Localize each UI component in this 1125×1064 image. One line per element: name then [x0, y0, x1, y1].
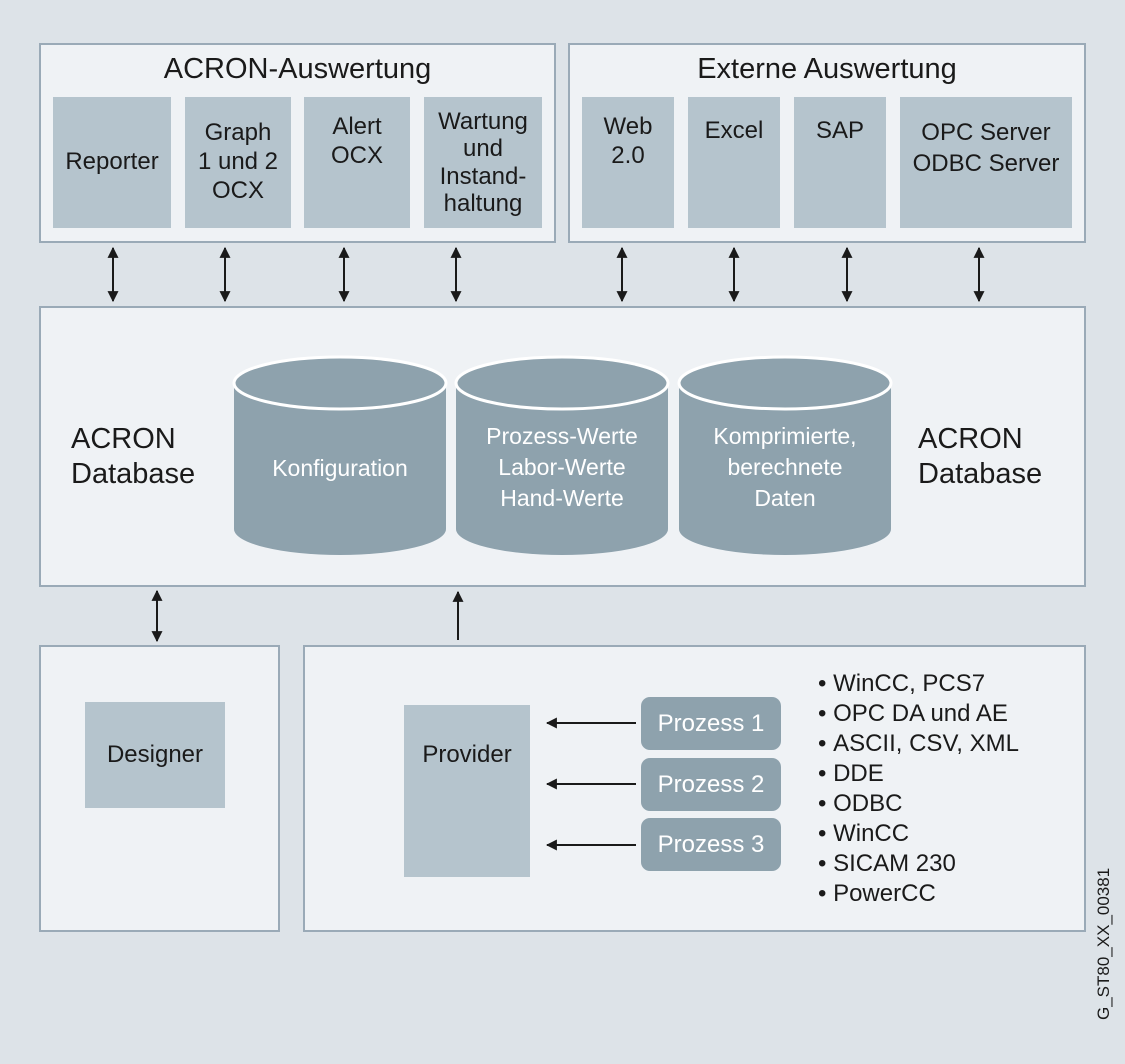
cylinder-konfiguration-label: Konfiguration — [272, 455, 408, 481]
cylinder-komprimierte-label: Komprimierte, berechnete Daten — [713, 423, 857, 512]
reporter-box: Reporter — [53, 97, 171, 228]
designer-label: Designer — [106, 740, 204, 768]
alert-ocx-box: Alert OCX — [304, 97, 410, 228]
cylinder-prozess-werte — [454, 355, 670, 555]
cylinder-prozess-werte-label: Prozess-Werte Labor-Werte Hand-Werte — [486, 423, 638, 512]
reporter-label: Reporter — [65, 148, 159, 176]
opc-odbc-label: OPC Server ODBC Server — [912, 119, 1060, 178]
cylinder-komprimierte — [677, 355, 893, 555]
source-item: WinCC — [818, 819, 1019, 849]
wartung-label: Wartung und Instand- haltung — [438, 108, 528, 217]
database-label-right: ACRON Database — [918, 423, 1043, 491]
graph-ocx-label: Graph 1 und 2 OCX — [197, 119, 279, 204]
source-item: OPC DA und AE — [818, 699, 1019, 729]
source-item: SICAM 230 — [818, 849, 1019, 879]
opc-odbc-box: OPC Server ODBC Server — [900, 97, 1072, 228]
prozess-2-box: Prozess 2 — [641, 758, 781, 811]
excel-box: Excel — [688, 97, 780, 228]
externe-auswertung-title: Externe Auswertung — [697, 53, 957, 85]
wartung-box: Wartung und Instand- haltung — [424, 97, 542, 228]
web-label: Web 2.0 — [603, 113, 653, 169]
source-item: DDE — [818, 759, 1019, 789]
source-item: WinCC, PCS7 — [818, 669, 1019, 699]
provider-box: Provider — [404, 705, 530, 877]
provider-label: Provider — [422, 741, 512, 768]
excel-label: Excel — [704, 117, 764, 144]
prozess-3-box: Prozess 3 — [641, 818, 781, 871]
source-item: PowerCC — [818, 879, 1019, 909]
sap-label: SAP — [815, 117, 865, 144]
sap-box: SAP — [794, 97, 886, 228]
source-item: ODBC — [818, 789, 1019, 819]
prozess-1-box: Prozess 1 — [641, 697, 781, 750]
designer-box: Designer — [85, 702, 225, 808]
database-label-left: ACRON Database — [71, 423, 196, 491]
source-list: WinCC, PCS7 OPC DA und AE ASCII, CSV, XM… — [818, 669, 1019, 909]
acron-auswertung-title: ACRON-Auswertung — [163, 53, 432, 85]
web-box: Web 2.0 — [582, 97, 674, 228]
cylinder-konfiguration — [232, 355, 448, 555]
alert-ocx-label: Alert OCX — [330, 113, 383, 169]
graph-ocx-box: Graph 1 und 2 OCX — [185, 97, 291, 228]
source-item: ASCII, CSV, XML — [818, 729, 1019, 759]
